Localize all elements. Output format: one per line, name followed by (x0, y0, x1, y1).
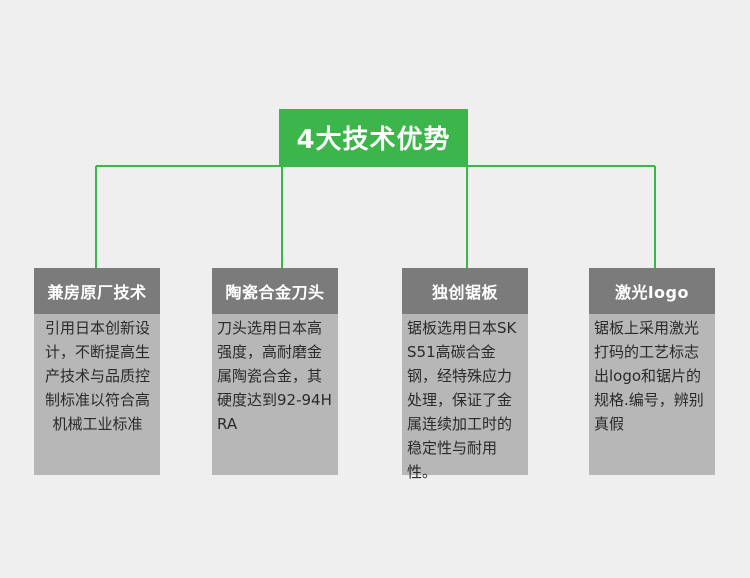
card-heading: 独创锯板 (402, 268, 528, 314)
card-ceramic-tech: 兼房原厂技术 引用日本创新设计，不断提高生产技术与品质控制标准以符合高机械工业标… (34, 268, 160, 475)
diagram-title: 4大技术优势 (279, 109, 468, 165)
card-body: 引用日本创新设计，不断提高生产技术与品质控制标准以符合高机械工业标准 (44, 319, 150, 433)
card-body: 锯板选用日本SKS51高碳合金钢，经特殊应力处理，保证了金属连续加工时的稳定性与… (407, 319, 517, 481)
card-heading: 陶瓷合金刀头 (212, 268, 338, 314)
card-body: 锯板上采用激光打码的工艺标志出logo和锯片的规格.编号，辨别真假 (594, 319, 704, 433)
card-laser-logo: 激光logo 锯板上采用激光打码的工艺标志出logo和锯片的规格.编号，辨别真假 (589, 268, 715, 475)
card-heading: 兼房原厂技术 (34, 268, 160, 314)
card-heading: 激光logo (589, 268, 715, 314)
card-cermet-tip: 陶瓷合金刀头 刀头选用日本高强度，高耐磨金属陶瓷合金，其硬度达到92-94HRA (212, 268, 338, 475)
card-body: 刀头选用日本高强度，高耐磨金属陶瓷合金，其硬度达到92-94HRA (217, 319, 332, 433)
card-saw-plate: 独创锯板 锯板选用日本SKS51高碳合金钢，经特殊应力处理，保证了金属连续加工时… (402, 268, 528, 481)
